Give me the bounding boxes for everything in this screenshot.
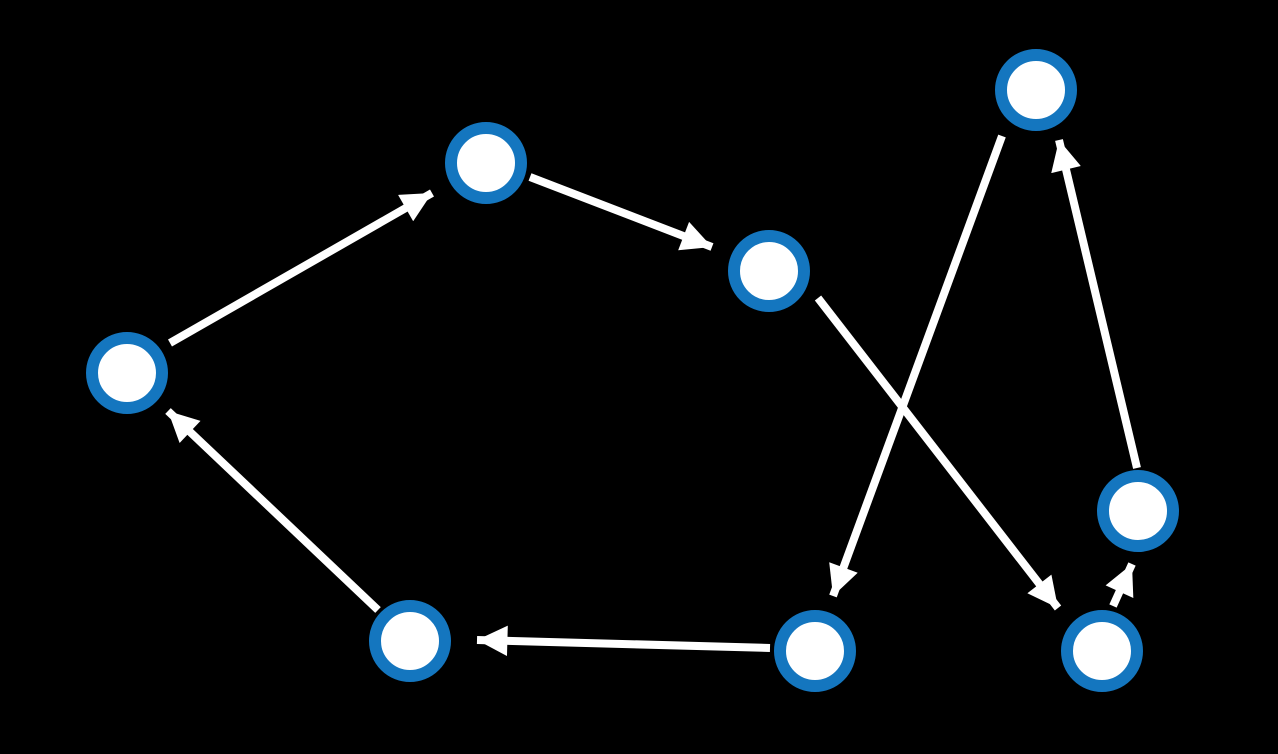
graph-node-n1 — [995, 49, 1077, 131]
graph-edge-n6-n4 — [165, 408, 381, 613]
graph-edge-n8-n5 — [1105, 562, 1136, 608]
graph-edge-n5-n1 — [1051, 139, 1141, 469]
graph-node-n8 — [1061, 610, 1143, 692]
graph-node-n2 — [445, 122, 527, 204]
graph-node-n4 — [86, 332, 168, 414]
graph-edge-n1-n7 — [829, 134, 1006, 598]
graph-node-n6 — [369, 600, 451, 682]
graph-node-n3 — [728, 230, 810, 312]
graph-edge-n2-n3 — [528, 173, 714, 251]
graph-node-n7 — [774, 610, 856, 692]
graph-node-n5 — [1097, 470, 1179, 552]
graph-nodes — [86, 49, 1179, 692]
graph-edge-n3-n8 — [814, 295, 1062, 611]
graph-edge-n4-n2 — [168, 189, 434, 347]
graph-edges — [165, 134, 1141, 657]
graph-edge-n7-n6 — [476, 625, 771, 657]
